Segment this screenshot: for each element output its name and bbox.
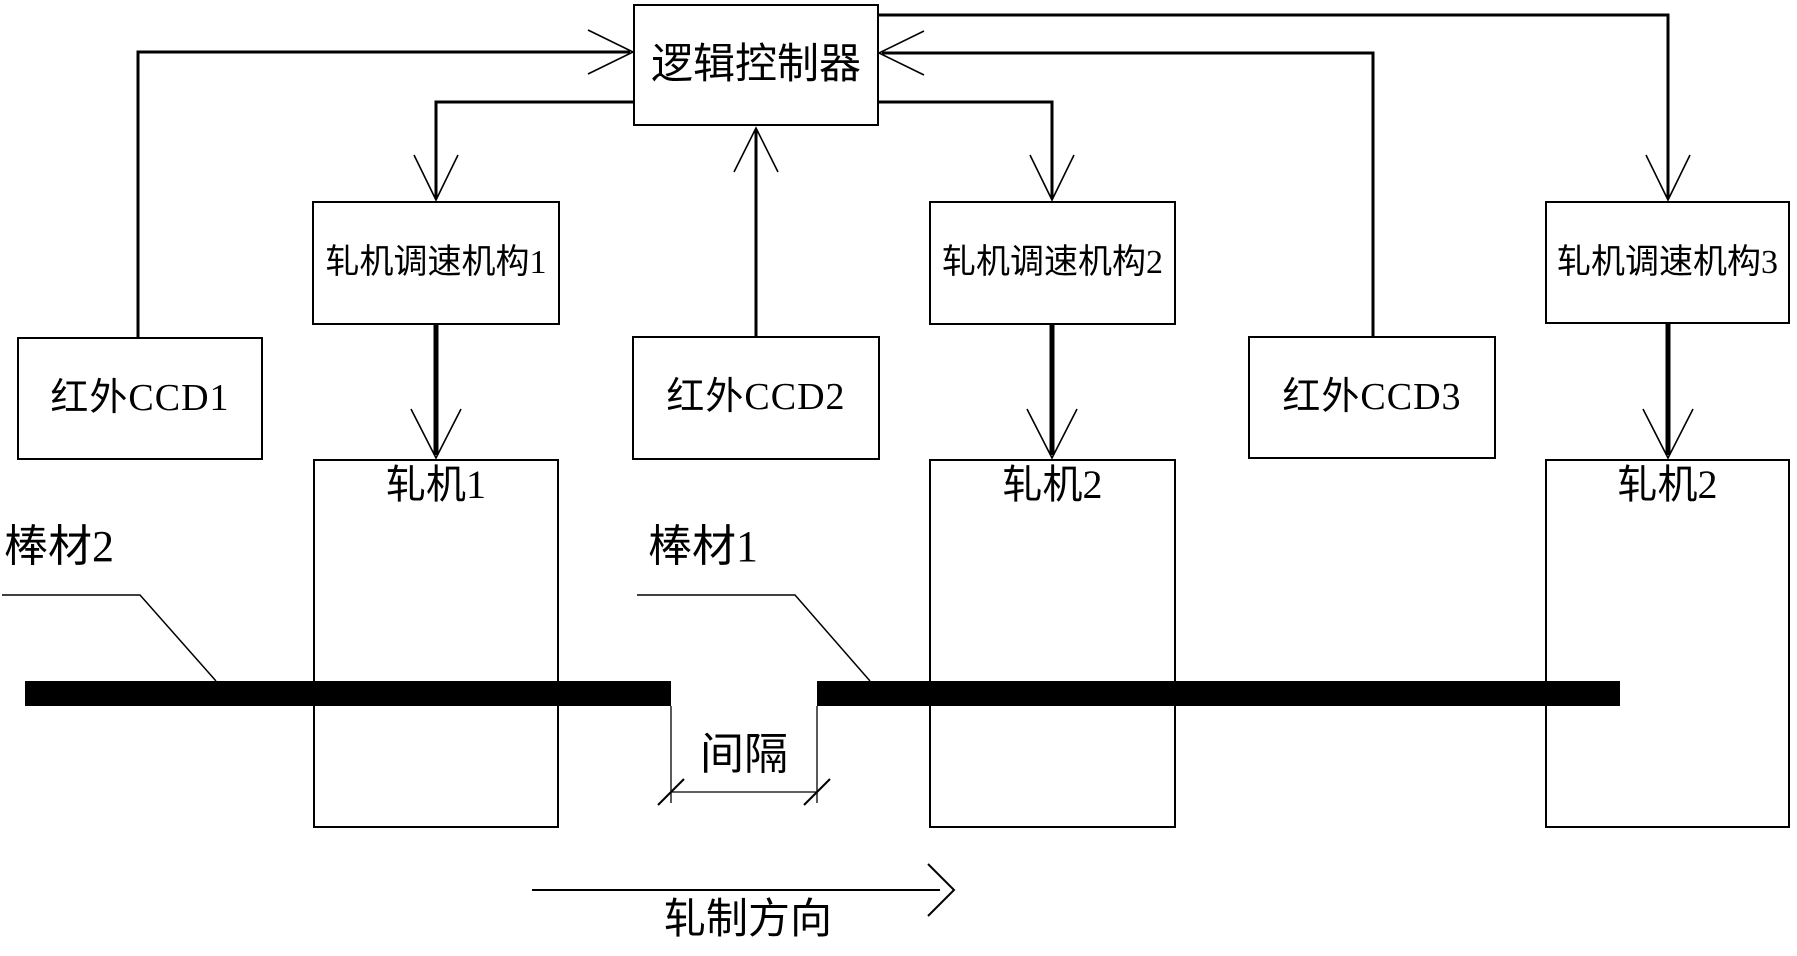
logic-controller-box: 逻辑控制器 bbox=[633, 4, 879, 126]
arrowhead-down-mill3-icon bbox=[1642, 408, 1694, 460]
mill-3-box: 轧机2 bbox=[1545, 459, 1790, 828]
ccd-1-box: 红外CCD1 bbox=[17, 337, 263, 460]
leader-bar2 bbox=[2, 594, 217, 682]
gap-tick-left-icon bbox=[657, 778, 685, 806]
gap-label: 间隔 bbox=[700, 730, 788, 779]
wire-controller-to-speed2 bbox=[879, 100, 1054, 198]
logic-controller-label: 逻辑控制器 bbox=[650, 41, 861, 88]
arrowhead-down-speed1-icon bbox=[413, 154, 459, 202]
arrowhead-down-speed2-icon bbox=[1029, 154, 1075, 202]
mill-2-label: 轧机2 bbox=[1002, 462, 1103, 507]
mill-1-label: 轧机1 bbox=[386, 462, 486, 507]
ccd-2-label: 红外CCD2 bbox=[666, 376, 846, 419]
mill-3-label: 轧机2 bbox=[1617, 462, 1718, 507]
wire-controller-to-speed3 bbox=[879, 13, 1670, 198]
mill-2-box: 轧机2 bbox=[929, 459, 1176, 828]
rolling-direction-label: 轧制方向 bbox=[663, 897, 832, 943]
direction-arrowhead-icon bbox=[927, 863, 956, 917]
ccd-2-box: 红外CCD2 bbox=[632, 336, 880, 460]
speed-unit-2-box: 轧机调速机构2 bbox=[929, 201, 1176, 325]
arrowhead-down-mill1-icon bbox=[410, 408, 462, 460]
ccd-3-box: 红外CCD3 bbox=[1248, 336, 1496, 459]
speed-unit-2-label: 轧机调速机构2 bbox=[942, 244, 1163, 282]
bar2-label: 棒材2 bbox=[4, 522, 114, 571]
bar1-label: 棒材1 bbox=[648, 522, 758, 571]
speed-unit-1-label: 轧机调速机构1 bbox=[325, 244, 547, 282]
wire-controller-to-speed1 bbox=[434, 100, 633, 198]
ccd-1-label: 红外CCD1 bbox=[50, 376, 230, 419]
leader-bar1 bbox=[637, 594, 871, 682]
speed-unit-3-box: 轧机调速机构3 bbox=[1545, 201, 1790, 324]
speed-unit-1-box: 轧机调速机构1 bbox=[312, 201, 560, 325]
ccd-3-label: 红外CCD3 bbox=[1282, 375, 1462, 418]
arrowhead-left-into-controller-icon bbox=[877, 30, 925, 76]
speed-unit-3-label: 轧机调速机构3 bbox=[1557, 243, 1778, 281]
arrowhead-right-into-controller-icon bbox=[587, 29, 635, 75]
gap-tick-right-icon bbox=[803, 778, 831, 806]
arrowhead-down-mill2-icon bbox=[1026, 408, 1078, 460]
arrowhead-down-speed3-icon bbox=[1645, 154, 1691, 202]
arrowhead-up-into-controller-icon bbox=[733, 126, 779, 173]
mill-1-box: 轧机1 bbox=[313, 459, 559, 828]
